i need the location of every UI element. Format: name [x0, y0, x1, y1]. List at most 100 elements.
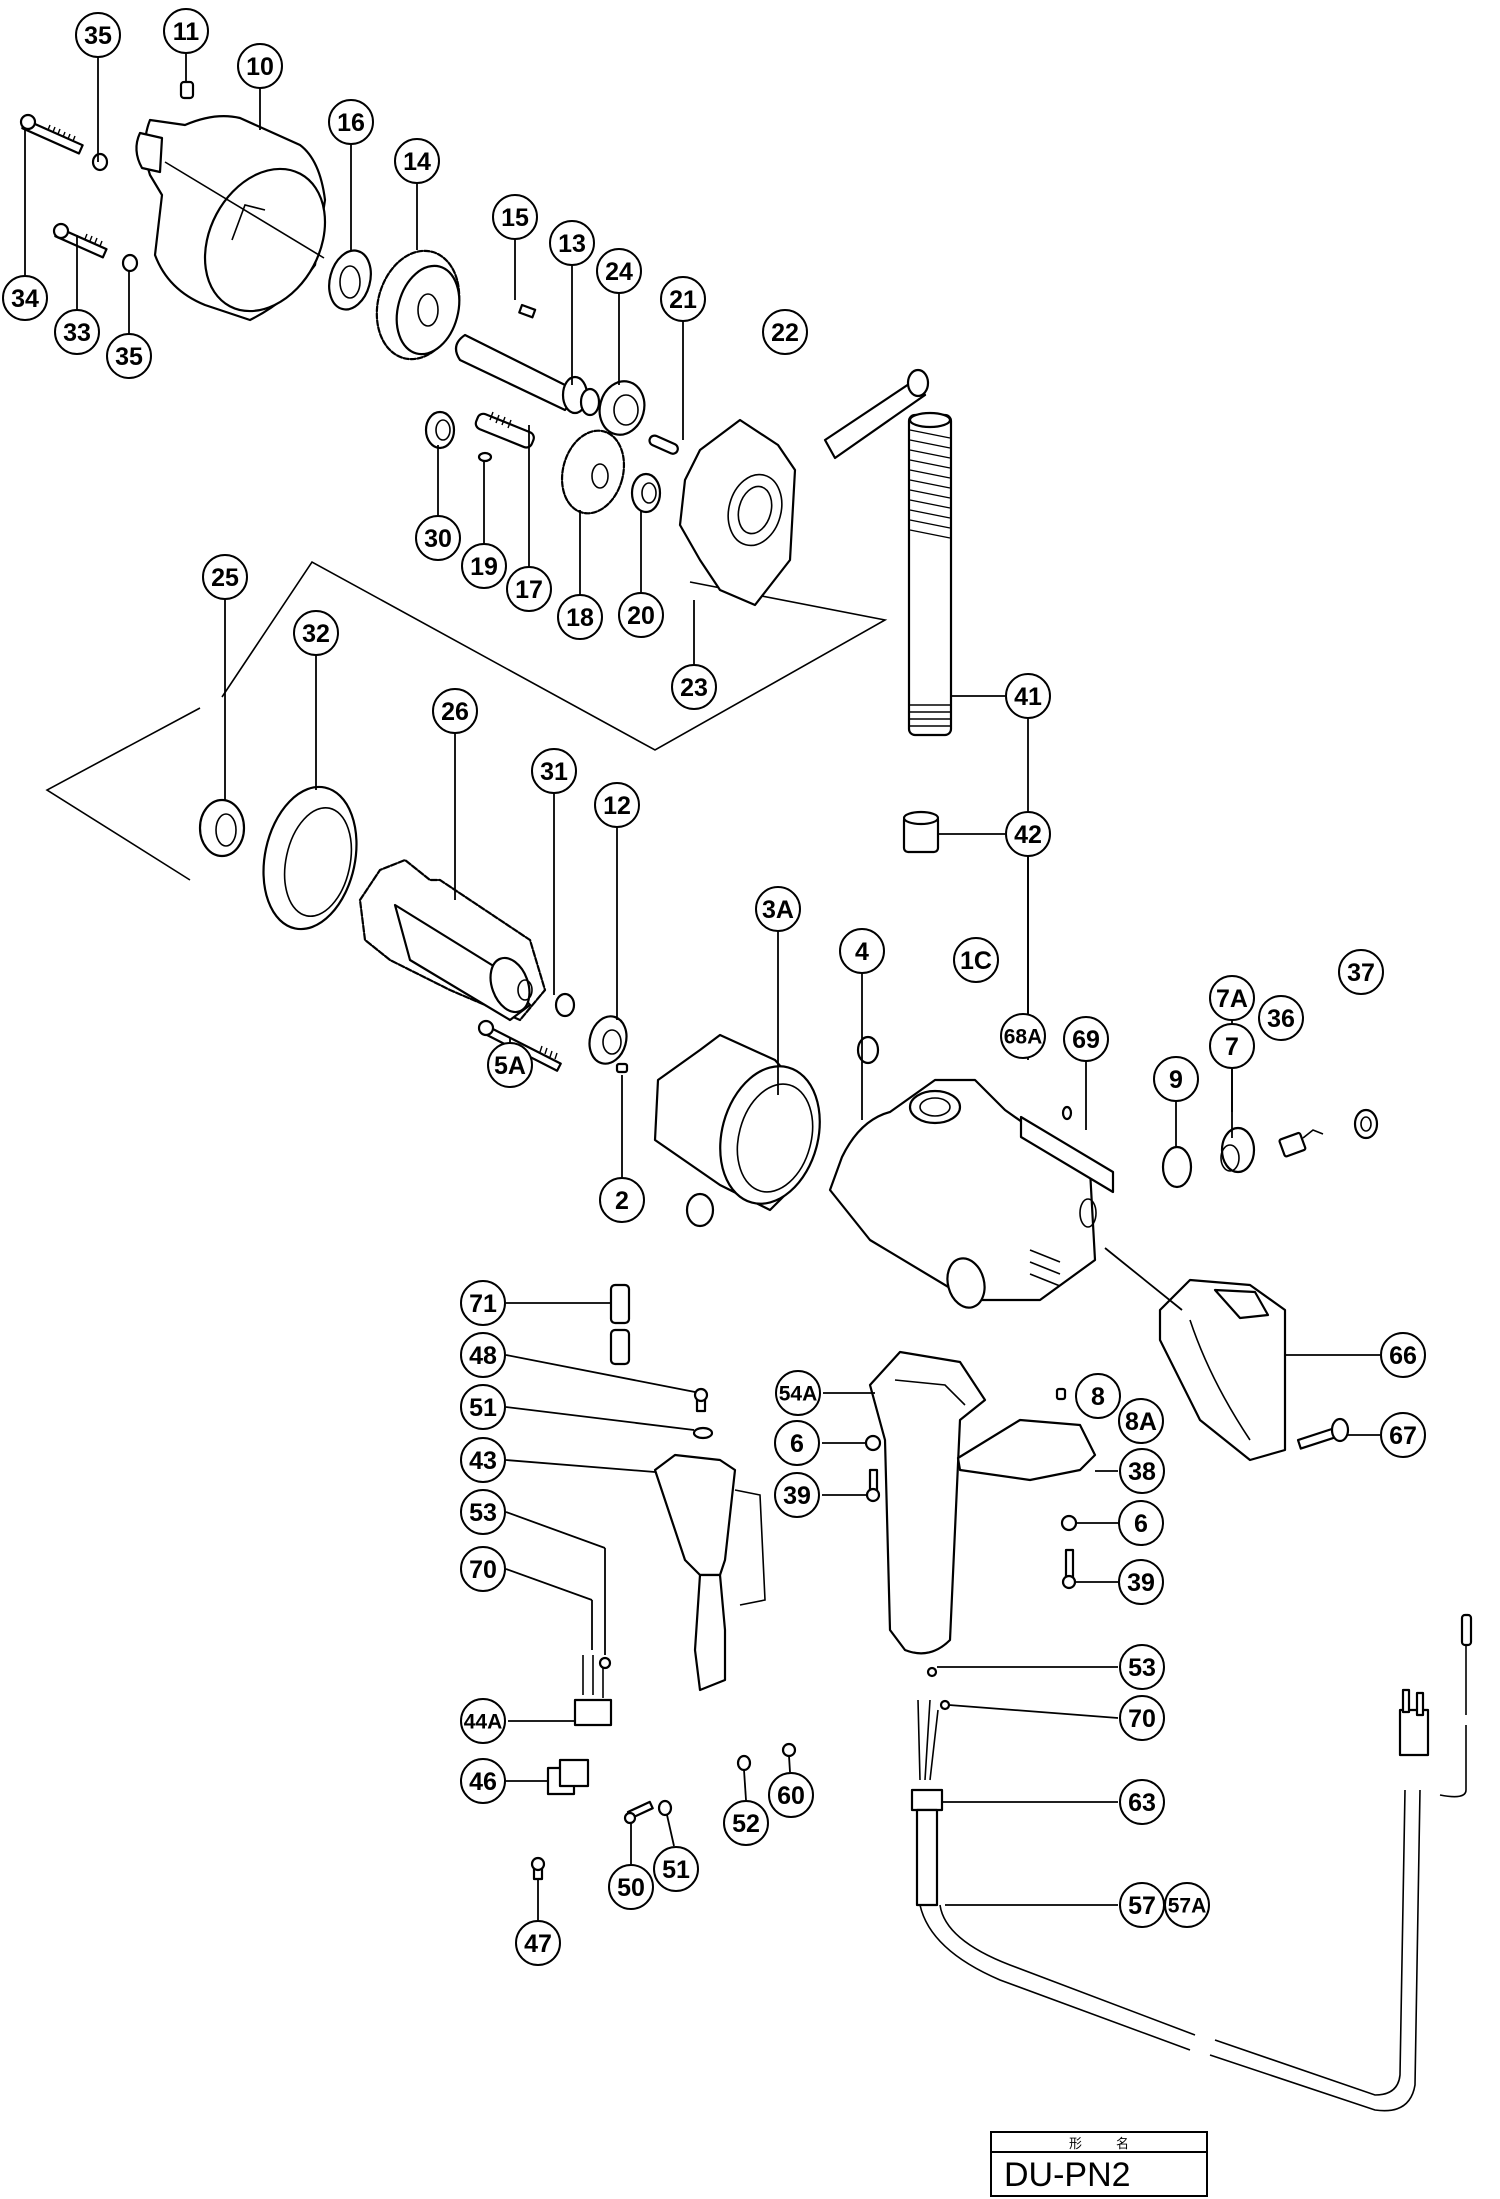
label-text: 6	[790, 1430, 804, 1458]
label-circle	[1209, 1023, 1255, 1069]
nameplate-68A	[1019, 1115, 1115, 1194]
nut-6	[822, 1434, 1118, 1532]
bearing-20	[630, 472, 662, 514]
tube-71	[506, 1283, 631, 1366]
screw-47	[530, 1856, 546, 1920]
label-circle	[460, 1437, 506, 1483]
cap-42	[902, 810, 1005, 854]
label-text: 39	[783, 1482, 811, 1510]
part-label-23: 23	[671, 664, 717, 710]
label-text: 53	[1128, 1654, 1156, 1682]
part-label-67: 67	[1380, 1412, 1426, 1458]
part-label-35: 35	[75, 12, 121, 58]
label-circle	[460, 1332, 506, 1378]
label-circle	[774, 1420, 820, 1466]
washer-9	[1161, 1145, 1193, 1189]
washer-16	[328, 249, 372, 311]
part-label-24: 24	[596, 248, 642, 294]
label-circle	[1119, 1779, 1165, 1825]
label-text: 66	[1389, 1342, 1417, 1370]
label-circle	[163, 8, 209, 54]
part-label-70: 70	[1119, 1695, 1165, 1741]
part-label-52: 52	[723, 1800, 769, 1846]
label-circle	[1209, 975, 1255, 1021]
label-text: 35	[84, 22, 112, 50]
label-text: 14	[403, 148, 431, 176]
label-circle	[660, 276, 706, 322]
part-label-54a: 54A	[775, 1370, 821, 1416]
label-text: 8	[1091, 1383, 1105, 1411]
label-circle	[1153, 1056, 1199, 1102]
washer-52	[736, 1754, 752, 1801]
label-circle	[775, 1370, 821, 1416]
screw-34	[19, 113, 84, 155]
label-circle	[1005, 811, 1051, 857]
label-text: 46	[469, 1768, 497, 1796]
part-label-50: 50	[608, 1864, 654, 1910]
nut-8	[1055, 1387, 1067, 1401]
part-label-36: 36	[1258, 995, 1304, 1041]
part-label-53: 53	[460, 1489, 506, 1535]
label-circle	[460, 1546, 506, 1592]
part-label-13: 13	[549, 220, 595, 266]
label-text: 47	[524, 1930, 552, 1958]
washer-35	[91, 152, 139, 273]
label-circle	[618, 592, 664, 638]
bearing-25	[198, 798, 246, 858]
part-label-33: 33	[54, 309, 100, 355]
brush-ring-4	[856, 1035, 880, 1065]
label-text: 33	[63, 319, 91, 347]
label-text: 6	[1134, 1510, 1148, 1538]
label-text: 1C	[960, 947, 992, 975]
label-circle	[596, 248, 642, 294]
part-label-68a: 68A	[1000, 1013, 1046, 1059]
label-text: 52	[732, 1810, 760, 1838]
label-circle	[394, 138, 440, 184]
terminal-53	[505, 1511, 612, 1670]
brush-cap-37	[1353, 1108, 1379, 1140]
part-label-8a: 8A	[1118, 1398, 1164, 1444]
label-text: 21	[669, 286, 697, 314]
label-circle	[762, 309, 808, 355]
label-text: 42	[1014, 821, 1042, 849]
part-label-63: 63	[1119, 1779, 1165, 1825]
fan-guide-32	[262, 785, 358, 931]
pin-21	[648, 434, 679, 455]
model-header-char-1: 形	[1068, 2136, 1082, 2152]
label-circle	[432, 688, 478, 734]
label-circle	[839, 928, 885, 974]
label-text: 22	[771, 319, 799, 347]
bearing-30	[424, 410, 456, 450]
plug	[1398, 1613, 1473, 1798]
part-label-7: 7	[1209, 1023, 1255, 1069]
gear-18	[560, 429, 626, 515]
part-label-17: 17	[506, 566, 552, 612]
label-text: 70	[1128, 1705, 1156, 1733]
part-label-5a: 5A	[487, 1042, 533, 1088]
label-text: 13	[558, 230, 586, 258]
label-circle	[54, 309, 100, 355]
label-circle	[1119, 1448, 1165, 1494]
part-label-53: 53	[1119, 1644, 1165, 1690]
label-circle	[460, 1758, 506, 1804]
part-label-44a: 44A	[460, 1698, 506, 1744]
part-label-15: 15	[492, 194, 538, 240]
label-circle	[1164, 1882, 1210, 1928]
screw-67	[1296, 1417, 1380, 1450]
model-name-box: 形 名 DU-PN2	[990, 2131, 1208, 2197]
label-circle	[594, 782, 640, 828]
label-circle	[106, 333, 152, 379]
part-label-12: 12	[594, 782, 640, 828]
part-label-69: 69	[1063, 1016, 1109, 1062]
label-circle	[1118, 1500, 1164, 1546]
part-label-37: 37	[1338, 949, 1384, 995]
label-text: 20	[627, 602, 655, 630]
label-circle	[608, 1864, 654, 1910]
label-circle	[1063, 1016, 1109, 1062]
label-circle	[415, 515, 461, 561]
washer-51-bottom	[657, 1799, 675, 1847]
brush-holder-7	[1220, 1126, 1256, 1174]
label-text: 69	[1072, 1026, 1100, 1054]
label-circle	[1005, 673, 1051, 719]
label-text: 48	[469, 1342, 497, 1370]
